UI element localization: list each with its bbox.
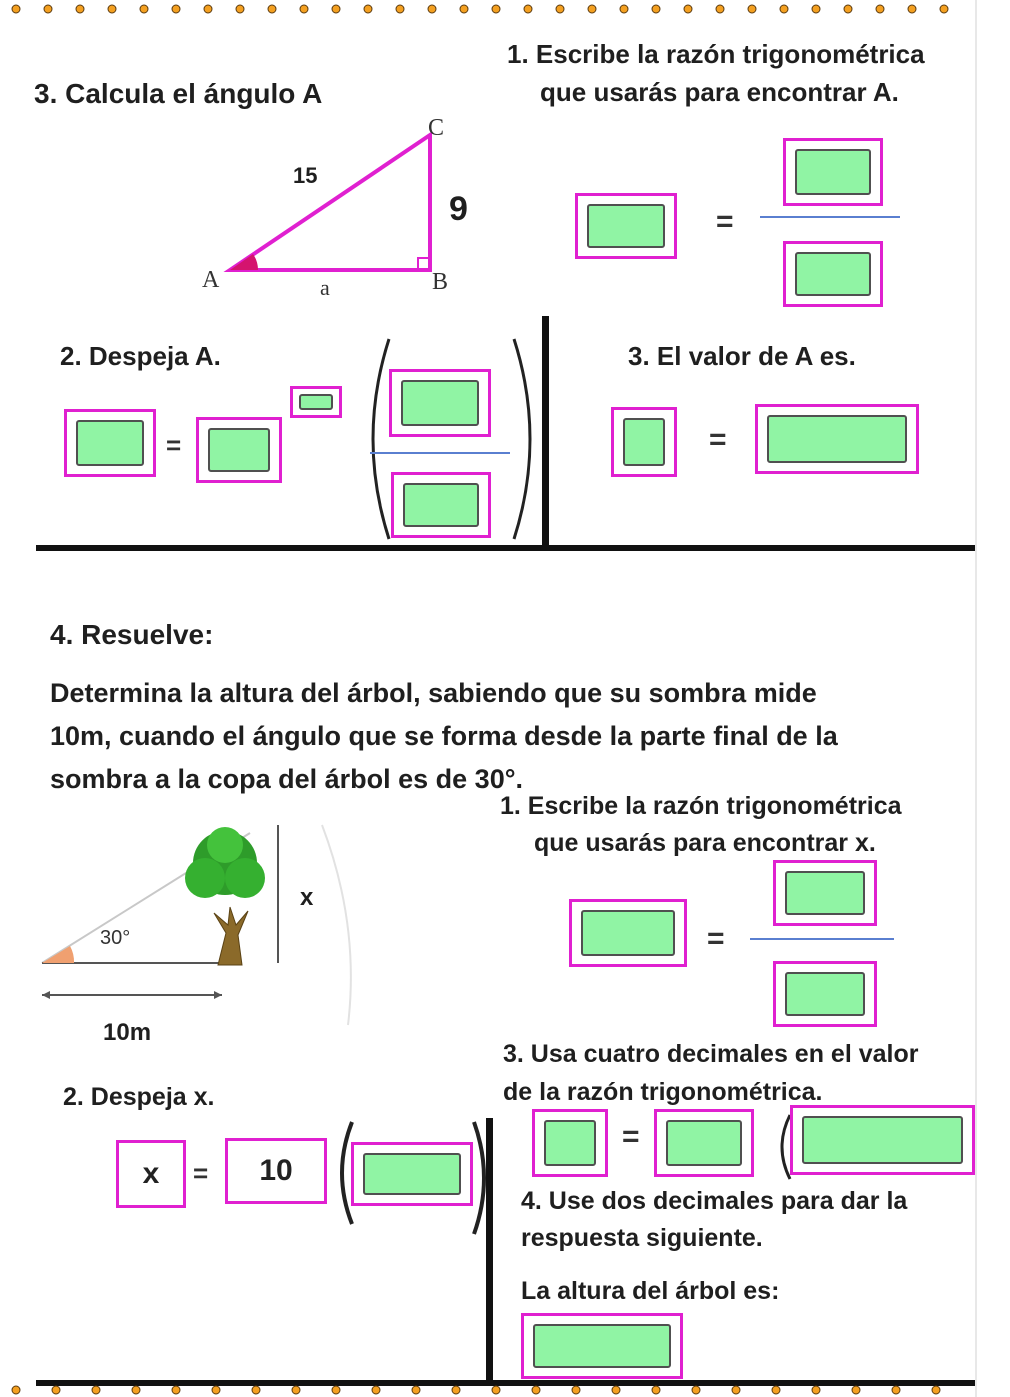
decimal-function-box[interactable] — [532, 1109, 608, 1177]
step1x-instruction-line1: 1. Escribe la razón trigonométrica — [500, 792, 902, 820]
ratio-function-box[interactable] — [575, 193, 677, 259]
calculate-angle-heading: 3. Calcula el ángulo A — [34, 78, 323, 109]
solve-a-fraction-bar — [370, 452, 510, 454]
step2-solve-a: 2. Despeja A. — [60, 341, 221, 371]
resolve-heading: 4. Resuelve: — [50, 619, 214, 650]
equals-sign: = — [707, 922, 725, 955]
solve-x-ratio-box[interactable] — [351, 1142, 473, 1206]
angle-a-result-box[interactable] — [755, 404, 919, 474]
height-x-label: x — [300, 884, 314, 911]
decimal-value-box[interactable] — [790, 1105, 975, 1175]
step1x-instruction-line2: que usarás para encontrar x. — [534, 829, 876, 857]
fraction-bar — [760, 216, 900, 218]
triangle-shape — [223, 131, 432, 272]
angle-30-marker — [42, 946, 75, 963]
ratio-x-denominator-box[interactable] — [773, 961, 877, 1027]
equals-sign: = — [716, 205, 734, 238]
inverse-exponent-box[interactable] — [290, 386, 342, 418]
bottom-divider — [36, 1380, 975, 1386]
equals-sign: = — [622, 1120, 640, 1153]
step3x-instruction-line2: de la razón trigonométrica. — [503, 1078, 823, 1106]
problem-statement: Determina la altura del árbol, sabiendo … — [50, 672, 980, 801]
top-garland-decoration — [11, 4, 949, 14]
tree-height-label: La altura del árbol es: — [521, 1277, 780, 1305]
ratio-numerator-box[interactable] — [783, 138, 883, 206]
shadow-value-box: 10 — [225, 1138, 327, 1204]
solve-a-left-box[interactable] — [64, 409, 156, 477]
right-parenthesis — [512, 338, 532, 540]
vertical-divider — [486, 1118, 493, 1380]
opposite-side-label: 9 — [449, 190, 468, 228]
tree-shadow-figure — [41, 824, 352, 1026]
step3x-instruction-line1: 3. Usa cuatro decimales en el valor — [503, 1040, 919, 1068]
step4-instruction-line1: 4. Use dos decimales para dar la — [521, 1187, 908, 1215]
side-a-label: a — [320, 275, 330, 300]
right-parenthesis — [472, 1121, 486, 1235]
equals-sign: = — [709, 423, 727, 456]
left-parenthesis — [371, 338, 391, 540]
right-triangle-figure: C A B a — [202, 115, 448, 300]
problem-angle: 30° — [474, 764, 516, 794]
problem-line3: sombra a la copa del árbol es de — [50, 764, 475, 794]
equals-sign: = — [193, 1158, 209, 1188]
shadow-10m-label: 10m — [103, 1019, 152, 1046]
step3-value-of-a: 3. El valor de A es. — [628, 341, 856, 371]
problem-end: . — [515, 764, 524, 794]
vertex-a-label: A — [202, 267, 220, 293]
bottom-garland-decoration — [11, 1385, 941, 1395]
problem-line1: Determina la altura del árbol, sabiendo … — [50, 678, 817, 708]
ratio-denominator-box[interactable] — [783, 241, 883, 307]
right-angle-marker — [417, 257, 431, 271]
solve-a-denominator-box[interactable] — [391, 472, 491, 538]
angle-a-marker — [230, 254, 258, 270]
x-variable-box: x — [116, 1140, 186, 1208]
left-parenthesis — [340, 1121, 354, 1225]
section-divider — [36, 545, 975, 551]
angle-30-label: 30° — [100, 927, 131, 949]
ratio-x-numerator-box[interactable] — [773, 860, 877, 926]
problem-line2: 10m, cuando el ángulo que se forma desde… — [50, 721, 838, 751]
inverse-function-box[interactable] — [196, 417, 282, 483]
step4-instruction-line2: respuesta siguiente. — [521, 1224, 763, 1252]
solve-a-numerator-box[interactable] — [389, 369, 491, 437]
decimal-argument-box[interactable] — [654, 1109, 754, 1177]
ratio-x-function-box[interactable] — [569, 899, 687, 967]
vertex-c-label: C — [428, 115, 444, 141]
tree-trunk-icon — [213, 906, 249, 966]
equals-sign: = — [166, 430, 182, 460]
ratio-x-fraction-bar — [750, 938, 894, 940]
step1-instruction-line2: que usarás para encontrar A. — [540, 77, 899, 107]
tree-height-answer-box[interactable] — [521, 1313, 683, 1379]
step1-instruction-line1: 1. Escribe la razón trigonométrica — [507, 39, 925, 69]
angle-a-variable-box[interactable] — [611, 407, 677, 477]
step2-solve-x: 2. Despeja x. — [63, 1083, 215, 1111]
vertical-divider — [542, 316, 549, 548]
hypotenuse-label: 15 — [293, 163, 318, 188]
page-edge — [975, 0, 977, 1397]
vertex-b-label: B — [432, 269, 448, 295]
left-parenthesis — [780, 1114, 792, 1180]
